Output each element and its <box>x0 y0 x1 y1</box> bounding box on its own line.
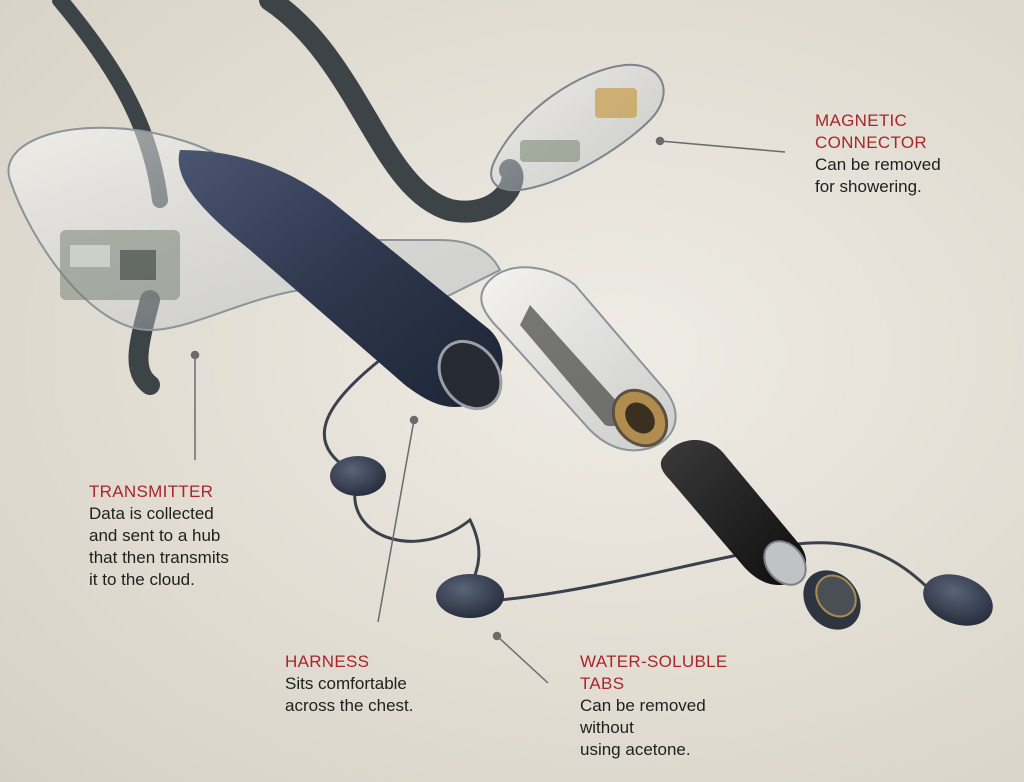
callout-description: and sent to a hub <box>89 526 221 545</box>
callout-title: TRANSMITTER <box>89 482 214 501</box>
callout-title: CONNECTOR <box>815 133 927 152</box>
battery-housing <box>480 266 677 452</box>
callout-title: TABS <box>580 674 625 693</box>
callout-description: across the chest. <box>285 696 414 715</box>
callout-description: using acetone. <box>580 740 691 759</box>
end-cap <box>803 570 861 630</box>
magnetic-connector <box>490 63 665 192</box>
callout-description: it to the cloud. <box>89 570 195 589</box>
callout-magnetic-connector: MAGNETIC CONNECTOR Can be removed for sh… <box>815 110 941 198</box>
callout-water-soluble-tabs: WATER-SOLUBLE TABS Can be removed withou… <box>580 651 727 761</box>
callout-transmitter: TRANSMITTER Data is collected and sent t… <box>89 481 229 591</box>
transmitter <box>7 126 503 411</box>
callout-description: Data is collected <box>89 504 214 523</box>
callout-description: for showering. <box>815 177 922 196</box>
callout-title: MAGNETIC <box>815 111 908 130</box>
callout-description: Can be removed <box>815 155 941 174</box>
leader-lines <box>190 136 786 684</box>
callout-description: that then transmits <box>89 548 229 567</box>
callout-description: without <box>580 718 634 737</box>
battery <box>660 440 807 586</box>
callout-title: HARNESS <box>285 652 370 671</box>
callout-harness: HARNESS Sits comfortable across the ches… <box>285 651 414 717</box>
callout-description: Can be removed <box>580 696 706 715</box>
callout-description: Sits comfortable <box>285 674 407 693</box>
electrode-pad <box>330 456 993 626</box>
callout-title: WATER-SOLUBLE <box>580 652 728 671</box>
